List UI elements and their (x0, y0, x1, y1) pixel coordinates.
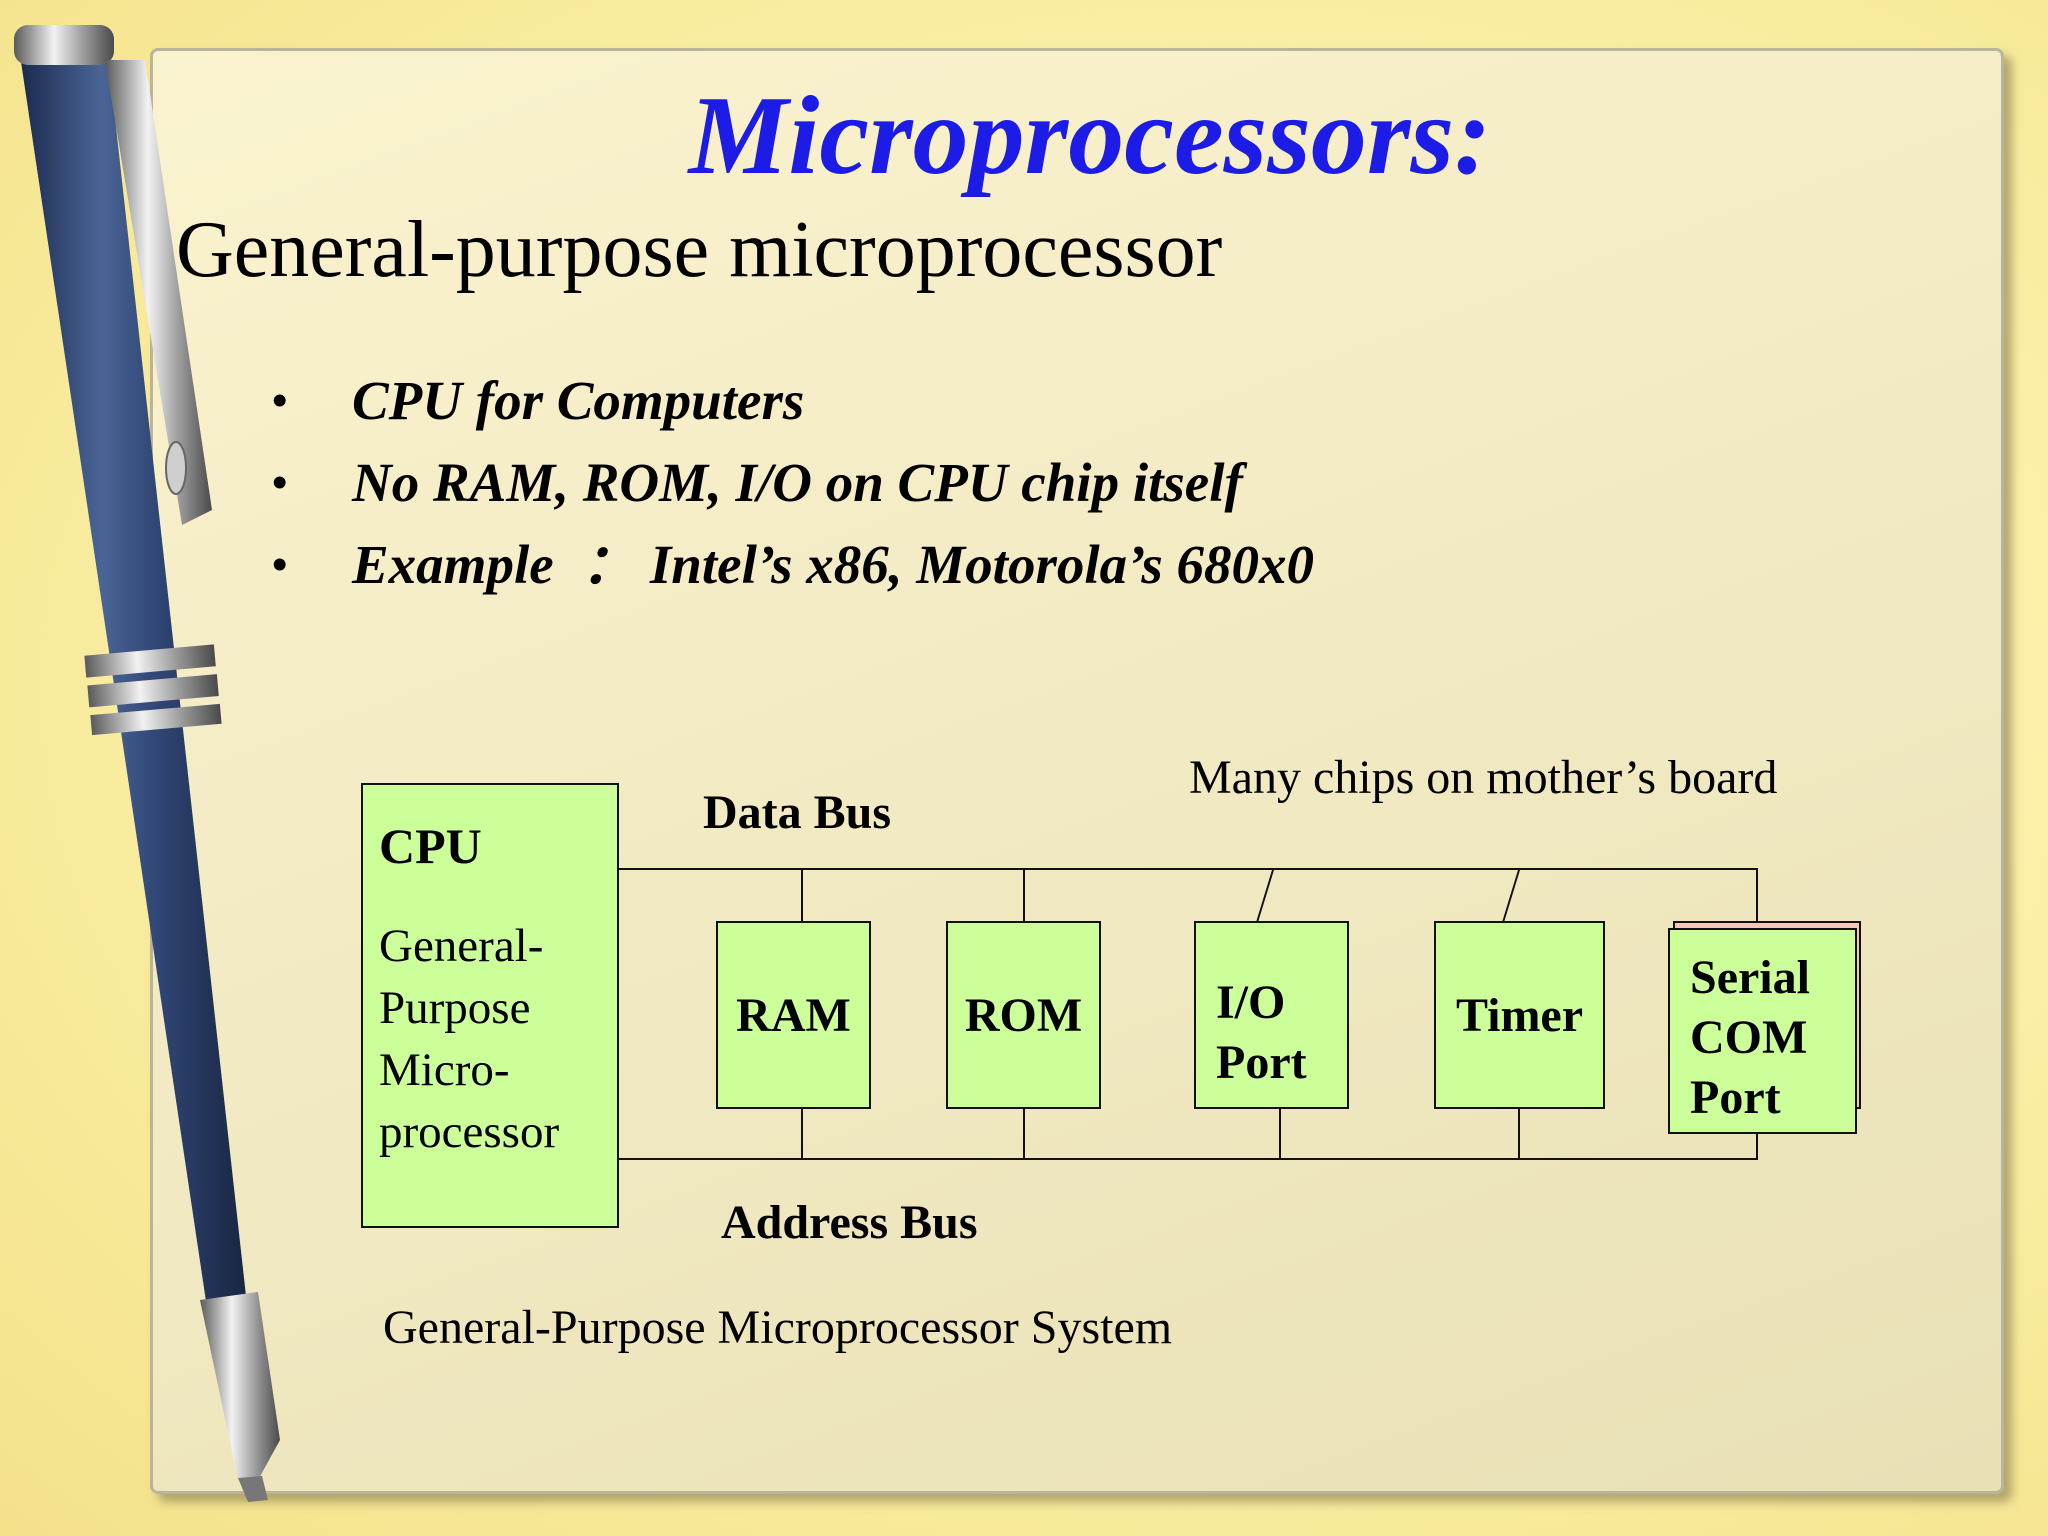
cpu-description: General- Purpose Micro- processor (379, 915, 559, 1163)
data-bus-line (618, 868, 1758, 870)
slide-title: Microprocessors: (688, 74, 1492, 198)
ram-address-connector (801, 1108, 803, 1159)
bullet-item: • Example ： Intel’s x86, Motorola’s 680x0 (272, 524, 1314, 606)
data-bus-label: Data Bus (703, 786, 892, 839)
slide-subtitle: General-purpose microprocessor (176, 206, 1223, 294)
serial-port-label-line: Serial (1690, 951, 1810, 1004)
rom-chip: ROM (946, 921, 1101, 1109)
bullet-icon: • (272, 376, 288, 425)
ram-data-connector (801, 868, 803, 922)
serial-address-connector (1756, 1132, 1758, 1159)
ram-label: RAM (736, 988, 851, 1042)
bullet-text: CPU for Computers (352, 370, 805, 431)
cpu-block: CPU General- Purpose Micro- processor (361, 783, 619, 1228)
address-bus-label: Address Bus (721, 1196, 978, 1249)
cpu-description-line: processor (379, 1106, 560, 1158)
bullet-item: • CPU for Computers (272, 360, 1314, 442)
timer-address-connector (1518, 1108, 1520, 1159)
serial-port-label-line: COM (1690, 1011, 1808, 1064)
bullet-item: • No RAM, ROM, I/O on CPU chip itself (272, 442, 1314, 524)
diagram-caption: General-Purpose Microprocessor System (383, 1301, 1173, 1354)
rom-address-connector (1023, 1108, 1025, 1159)
io-port-label-line: Port (1216, 1036, 1307, 1089)
io-address-connector (1279, 1108, 1281, 1159)
io-port-chip: I/O Port (1194, 921, 1349, 1109)
cpu-description-line: General- (379, 920, 544, 972)
serial-port-chip: Serial COM Port (1668, 928, 1857, 1134)
bullet-icon: • (272, 540, 288, 589)
serial-data-connector (1756, 868, 1758, 922)
io-port-label-line: I/O (1216, 976, 1286, 1029)
bullet-icon: • (272, 458, 288, 507)
serial-port-label-line: Port (1690, 1071, 1781, 1124)
address-bus-line (618, 1158, 1758, 1160)
rom-data-connector (1023, 868, 1025, 922)
timer-chip: Timer (1434, 921, 1605, 1109)
cpu-heading: CPU (379, 818, 482, 874)
ram-chip: RAM (716, 921, 871, 1109)
bullet-text: No RAM, ROM, I/O on CPU chip itself (352, 452, 1243, 513)
pen-illustration (14, 25, 280, 1502)
bullet-list: • CPU for Computers • No RAM, ROM, I/O on … (272, 360, 1314, 606)
cpu-description-line: Micro- (379, 1044, 510, 1096)
motherboard-note: Many chips on mother’s board (1189, 751, 1778, 804)
cpu-description-line: Purpose (379, 982, 531, 1034)
rom-label: ROM (964, 988, 1083, 1042)
bullet-text: Example ： Intel’s x86, Motorola’s 680x0 (352, 534, 1315, 595)
slide-paper (150, 48, 2004, 1494)
timer-label: Timer (1455, 988, 1584, 1042)
